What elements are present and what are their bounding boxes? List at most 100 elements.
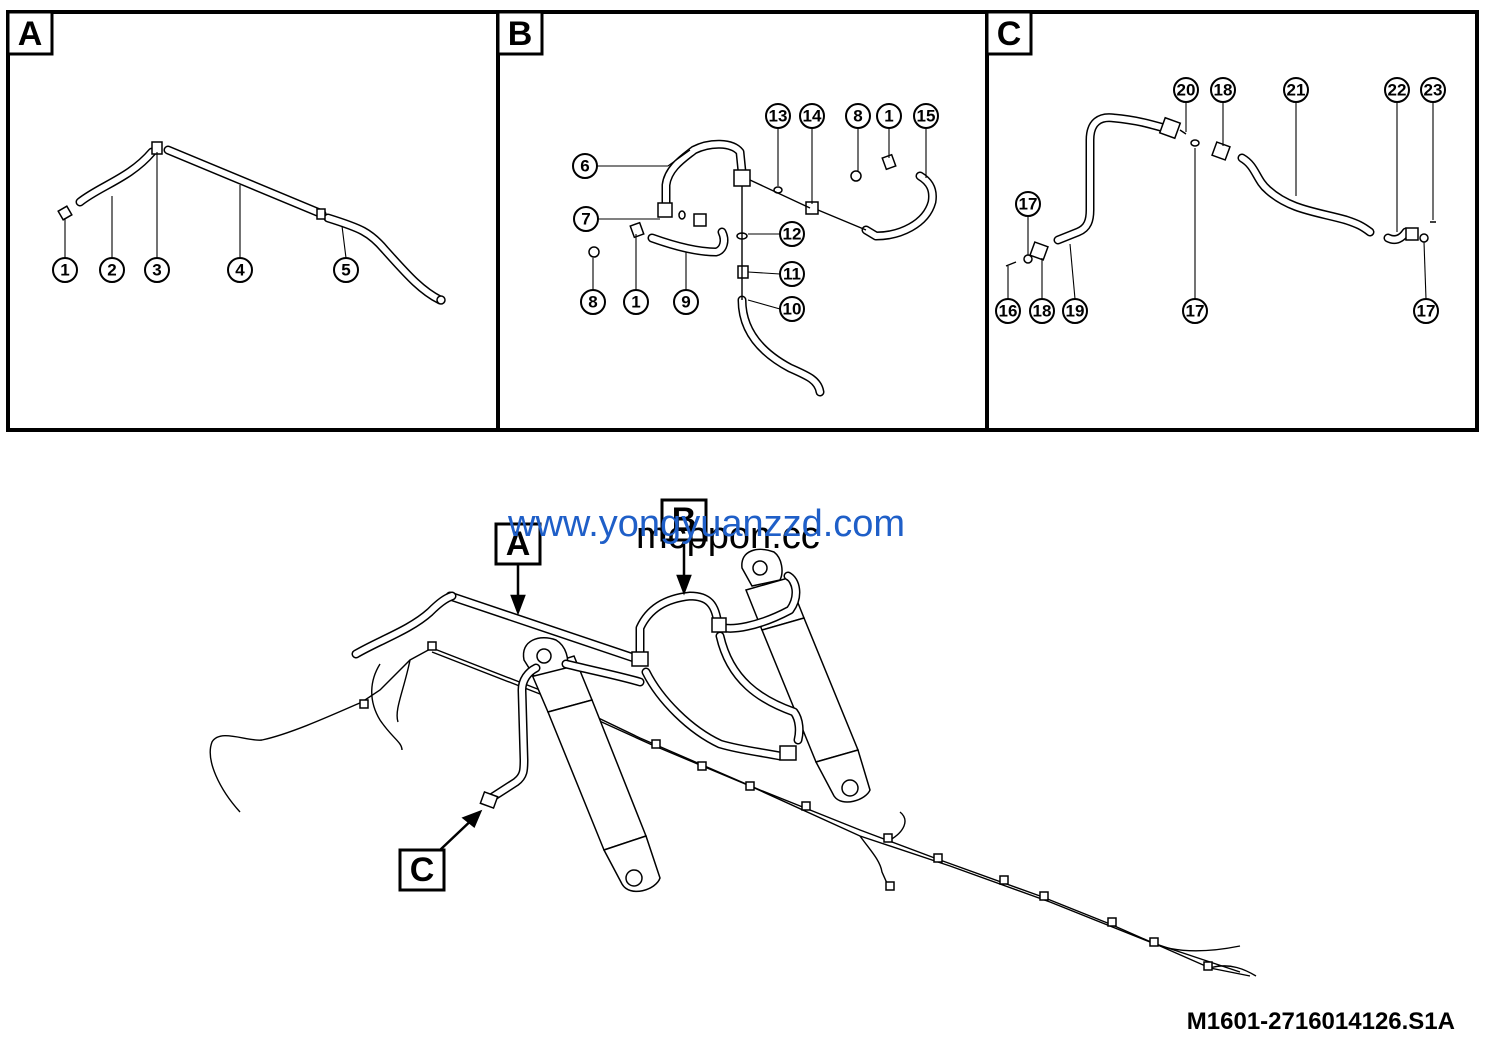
callout-c-17-mid: 17 — [1182, 298, 1208, 324]
svg-text:1: 1 — [884, 107, 893, 126]
svg-text:21: 21 — [1287, 81, 1306, 100]
svg-text:8: 8 — [588, 293, 597, 312]
svg-text:10: 10 — [783, 300, 802, 319]
callout-c-17-right: 17 — [1413, 298, 1439, 324]
elbow-1b-shape — [881, 153, 897, 171]
watermark-primary: www.yongyuanzzd.com — [507, 503, 905, 545]
fitting-block-shape — [693, 213, 707, 227]
oring-17c-shape — [1419, 233, 1429, 243]
svg-text:1: 1 — [60, 261, 69, 280]
callout-b-7: 7 — [573, 206, 599, 232]
oring-17-shape — [1190, 139, 1200, 147]
svg-text:18: 18 — [1033, 302, 1052, 321]
callout-a-5: 5 — [333, 257, 359, 283]
panel-c-parts — [1005, 102, 1436, 300]
svg-text:22: 22 — [1388, 81, 1407, 100]
overview-label-a: A — [494, 522, 542, 616]
callout-a-1: 1 — [52, 257, 78, 283]
svg-text:12: 12 — [783, 225, 802, 244]
callout-c-18-bottom: 18 — [1029, 298, 1055, 324]
overview-label-c-text: C — [410, 851, 435, 889]
svg-text:3: 3 — [152, 261, 161, 280]
flange-18b-shape — [1029, 241, 1049, 261]
cap-8-shape — [588, 246, 600, 258]
overview-assembly — [209, 548, 1257, 977]
svg-text:16: 16 — [999, 302, 1018, 321]
callout-b-8-bottom: 8 — [580, 289, 606, 315]
svg-text:5: 5 — [341, 261, 350, 280]
adapter-11-shape — [737, 265, 749, 279]
svg-text:19: 19 — [1066, 302, 1085, 321]
fitting-1-shape — [57, 205, 73, 221]
tee-shape — [657, 202, 673, 218]
svg-text:17: 17 — [1019, 195, 1038, 214]
panel-b-callouts: 13 14 8 1 15 6 7 12 11 10 8 1 9 — [572, 103, 939, 322]
overview-label-c: C — [398, 809, 483, 892]
oring-17b-shape — [1023, 254, 1033, 264]
harness-clips — [359, 641, 1213, 971]
callout-c-18-top: 18 — [1210, 77, 1236, 103]
panel-c-letter: C — [997, 15, 1022, 53]
svg-text:8: 8 — [853, 107, 862, 126]
callout-b-12: 12 — [779, 221, 805, 247]
overview-label-b-text: B — [672, 501, 697, 539]
callout-b-13: 13 — [765, 103, 791, 129]
svg-text:23: 23 — [1424, 81, 1443, 100]
svg-text:4: 4 — [235, 261, 245, 280]
overview-pipe-b — [635, 591, 723, 665]
callout-b-8-top: 8 — [845, 103, 871, 129]
elbow-1-shape — [629, 221, 645, 239]
flange-18-shape — [1211, 141, 1231, 161]
bolts-shape — [1005, 129, 1436, 267]
svg-text:15: 15 — [917, 107, 936, 126]
watermark-secondary: mcppon.cc — [636, 515, 820, 557]
callout-a-4: 4 — [227, 257, 253, 283]
wiring-harness-shape — [209, 647, 1251, 977]
panel-b-letter: B — [508, 15, 533, 53]
callout-c-20: 20 — [1173, 77, 1199, 103]
svg-text:20: 20 — [1177, 81, 1196, 100]
callout-b-15: 15 — [913, 103, 939, 129]
overview-pipe-c — [483, 663, 541, 805]
svg-text:11: 11 — [783, 265, 801, 284]
cap-8b-shape — [850, 170, 862, 182]
cylinder-right-shape — [741, 548, 871, 803]
pipe-6-shape — [661, 139, 747, 210]
cylinder-left-shape — [522, 637, 661, 893]
panel-c-frame — [985, 10, 1479, 432]
svg-text:9: 9 — [681, 293, 690, 312]
panel-a-tab: A — [6, 10, 54, 56]
svg-text:18: 18 — [1214, 81, 1233, 100]
callout-b-10: 10 — [779, 296, 805, 322]
flange-22-shape — [1405, 227, 1419, 241]
callout-c-17-left: 17 — [1015, 191, 1041, 217]
callout-b-14: 14 — [799, 103, 825, 129]
callout-b-6: 6 — [572, 153, 598, 179]
panel-b-tab: B — [496, 10, 544, 56]
svg-text:2: 2 — [107, 261, 116, 280]
svg-text:1: 1 — [631, 293, 640, 312]
document-id: M1601-2716014126.S1A — [1186, 1008, 1455, 1035]
callout-c-23: 23 — [1420, 77, 1446, 103]
overview-label-a-text: A — [506, 525, 531, 563]
panel-frames — [6, 10, 1479, 432]
callout-b-1-bottom: 1 — [623, 289, 649, 315]
svg-text:7: 7 — [581, 210, 590, 229]
panel-a-frame — [6, 10, 500, 432]
callout-b-11: 11 — [779, 261, 805, 287]
panel-a-callouts: 1 2 3 4 5 — [52, 257, 359, 283]
svg-text:6: 6 — [580, 157, 589, 176]
callout-c-16: 16 — [995, 298, 1021, 324]
union-shape — [316, 208, 326, 220]
callout-c-22: 22 — [1384, 77, 1410, 103]
hose-15-shape — [861, 171, 937, 241]
panel-b-parts — [588, 128, 937, 397]
panel-c-tab: C — [985, 10, 1033, 56]
callout-c-21: 21 — [1283, 77, 1309, 103]
pipe-19-shape — [1053, 113, 1169, 245]
panel-a-letter: A — [18, 15, 43, 53]
panel-a-parts — [57, 141, 446, 305]
callout-c-19: 19 — [1062, 298, 1088, 324]
overview-label-b: B — [660, 498, 708, 596]
